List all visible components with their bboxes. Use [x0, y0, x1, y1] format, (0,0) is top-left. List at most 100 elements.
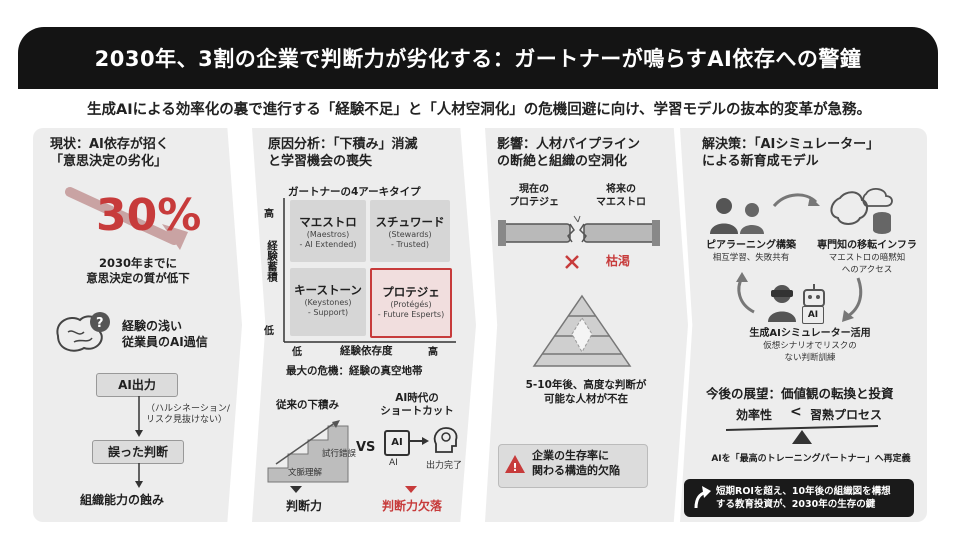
x-axis-label: 経験依存度	[340, 345, 393, 357]
ai-badge: AI	[802, 306, 824, 324]
hallucination-line2: リスク見抜けない）	[146, 415, 228, 425]
ai-chip-icon: AI	[384, 430, 410, 456]
arrow-right-icon	[410, 437, 429, 445]
redefine-label: AIを「最高のトレーニングパートナー」へ再定義	[711, 454, 911, 464]
sim-line2: 仮想シナリオでリスクの	[763, 341, 857, 351]
stat-30-percent: 30%	[96, 190, 202, 241]
brain-question-icon: ?	[56, 312, 110, 352]
ai-era-line1: AI時代の	[395, 392, 439, 404]
quadrant-en: (Keystones)	[304, 298, 352, 307]
pyramid-line2: 可能な人材が不在	[544, 393, 628, 405]
footer-box	[684, 479, 914, 517]
ai-era-label: AI時代の ショートカット	[372, 392, 462, 418]
warning-line1: 企業の生存率に	[532, 449, 609, 462]
quadrant-proteges: プロテジェ (Protégés) - Future Esperts)	[370, 268, 452, 338]
col1-heading-line1: 現状：AI依存が招く	[50, 137, 169, 152]
mastery-label: 習熟プロセス	[810, 408, 883, 422]
peer-line2: 相互学習、失敗共有	[712, 253, 790, 263]
growth-arrow-icon	[694, 486, 711, 509]
stat-desc-line2: 意思決定の質が低下	[86, 271, 190, 285]
warning-box	[498, 444, 648, 488]
overuse-text: 経験の浅い 従業員のAI過信	[122, 318, 208, 350]
trial-label: 試行錯誤	[322, 449, 357, 459]
hollow-pyramid-icon	[532, 294, 632, 367]
current-line2: プロテジェ	[509, 197, 559, 208]
col4-heading: 解決策：「AIシミュレーター」 による新育成モデル	[702, 136, 879, 170]
flow-arrow-icon	[135, 396, 143, 437]
quadrant-name: キーストーン	[294, 283, 362, 297]
future-maestro-label: 将来の マエストロ	[586, 183, 656, 209]
future-line1: 将来の	[606, 184, 636, 195]
quadrant-name: マエストロ	[299, 215, 357, 229]
ai-output-box: AI出力	[96, 373, 178, 397]
overuse-line1: 経験の浅い	[122, 319, 183, 333]
future-line2: マエストロ	[596, 197, 646, 208]
x-axis-low: 低	[292, 347, 302, 358]
svg-text:?: ?	[96, 316, 104, 331]
page-title: 2030年、3割の企業で判断力が劣化する：ガートナーが鳴らすAI依存への警鐘	[94, 47, 862, 71]
wrong-judgment-box: 誤った判断	[92, 440, 184, 464]
outlook-label: 今後の展望：価値観の転換と投資	[706, 386, 894, 401]
cycle-arrow-up-icon	[736, 272, 755, 314]
peer-learning-label: ピアラーニング構築 相互学習、失敗共有	[696, 240, 806, 264]
quadrant-keystones: キーストーン (Keystones) - Support)	[290, 268, 366, 336]
col2-heading-line1: 原因分析：「下積み」消滅	[268, 137, 418, 152]
judgment-label: 判断力	[286, 499, 323, 513]
stairs-icon	[267, 420, 349, 483]
current-line1: 現在の	[519, 184, 549, 195]
context-label: 文脈理解	[288, 468, 323, 478]
judgment-lost-label: 判断力欠落	[382, 499, 443, 513]
col1-heading-line2: 「意思決定の劣化」	[50, 154, 168, 169]
quadrant-desc: - Future Esperts)	[377, 310, 445, 319]
less-than-symbol: <	[790, 404, 802, 420]
pyramid-caption: 5-10年後、高度な判断が 可能な人材が不在	[500, 378, 672, 406]
simulator-label: 生成AIシミュレーター活用 仮想シナリオでリスクの ない判断訓練	[720, 328, 900, 364]
crisis-label: 最大の危機：経験の真空地帯	[286, 365, 423, 377]
col3-heading-line2: の断絶と組織の空洞化	[497, 154, 628, 169]
quadrant-en: (Stewards)	[388, 230, 432, 239]
y-axis-label: 経験蓄積	[266, 240, 278, 282]
cycle-arrow-down-icon	[842, 277, 863, 322]
col4-heading-line2: による新育成モデル	[702, 154, 819, 169]
quadrant-name: スチュワード	[375, 215, 445, 229]
hallucination-line1: （ハルシネーション/	[146, 404, 230, 414]
quadrant-desc: - AI Extended)	[299, 240, 357, 249]
x-axis-high: 高	[428, 347, 438, 358]
footer-line1: 短期ROIを超え、10年後の組織図を構想	[716, 486, 891, 497]
flow-arrow-icon	[135, 463, 143, 488]
col4-heading-line1: 解決策：「AIシミュレーター」	[702, 137, 880, 152]
col2-heading: 原因分析：「下積み」消滅 と学習機会の喪失	[268, 136, 418, 170]
overuse-line2: 従業員のAI過信	[122, 335, 208, 349]
warning-icon: !	[505, 455, 525, 474]
people-icon	[710, 198, 764, 234]
decline-arrow-icon	[65, 187, 188, 250]
peer-line1: ピアラーニング構築	[706, 240, 796, 251]
stat-description: 2030年までに 意思決定の質が低下	[58, 256, 218, 286]
sim-line3: ない判断訓練	[784, 353, 836, 363]
output-done-label: 出力完了	[426, 461, 463, 471]
quadrant-desc: - Support)	[307, 308, 349, 317]
ai-era-line2: ショートカット	[380, 405, 454, 417]
triangle-down-icon	[405, 486, 417, 493]
y-axis-high: 高	[264, 209, 274, 220]
vs-label: VS	[356, 440, 376, 455]
col3-heading-line1: 影響：人材パイプライン	[497, 137, 641, 152]
infra-line1: 専門知の移転インフラ	[817, 240, 917, 251]
col1-heading: 現状：AI依存が招く 「意思決定の劣化」	[50, 136, 169, 170]
subtitle: 生成AIによる効率化の裏で進行する「経験不足」と「人材空洞化」の危機回避に向け、…	[87, 102, 871, 118]
sim-line1: 生成AIシミュレーター活用	[749, 328, 871, 339]
stat-desc-line1: 2030年までに	[98, 256, 177, 270]
pyramid-line1: 5-10年後、高度な判断が	[525, 379, 647, 391]
efficiency-label: 効率性	[736, 408, 773, 422]
infra-line3: へのアクセス	[841, 265, 893, 275]
quadrant-name: プロテジェ	[382, 285, 440, 299]
balance-scale-icon	[725, 425, 879, 444]
y-axis-low: 低	[264, 326, 274, 337]
infra-label: 専門知の移転インフラ マエストロの暗黙知 へのアクセス	[808, 240, 926, 276]
hallucination-note: （ハルシネーション/ リスク見抜けない）	[146, 404, 230, 426]
footer-line2: する教育投資が、2030年の生存の鍵	[716, 499, 876, 510]
warning-text: 企業の生存率に 関わる構造的欠陥	[532, 448, 620, 478]
title-bar: 2030年、3割の企業で判断力が劣化する：ガートナーが鳴らすAI依存への警鐘	[18, 27, 938, 89]
current-protege-label: 現在の プロテジェ	[504, 183, 564, 209]
infra-line2: マエストロの暗黙知	[828, 253, 906, 263]
